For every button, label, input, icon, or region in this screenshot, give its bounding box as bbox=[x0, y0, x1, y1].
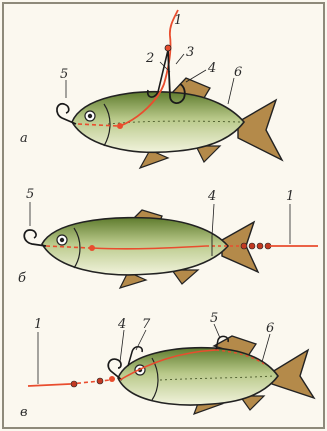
label-a-5: 5 bbox=[60, 67, 68, 82]
label-b-5: 5 bbox=[26, 187, 34, 202]
fish-b-bead-3 bbox=[257, 243, 263, 249]
fish-c-bead-1 bbox=[71, 381, 77, 387]
label-c-4: 4 bbox=[117, 317, 126, 332]
fish-a-pupil bbox=[88, 114, 92, 118]
label-b-1: 1 bbox=[286, 189, 294, 204]
label-c-1: 1 bbox=[34, 317, 42, 332]
fish-b-bead-2 bbox=[249, 243, 255, 249]
label-c-7: 7 bbox=[142, 317, 151, 332]
fish-c-knot bbox=[109, 376, 115, 382]
label-a-1: 1 bbox=[174, 13, 182, 28]
fish-b-bead-1 bbox=[241, 243, 247, 249]
panel-a-letter: а bbox=[20, 131, 28, 146]
label-c-6: 6 bbox=[266, 321, 274, 336]
label-a-4: 4 bbox=[207, 61, 216, 76]
fish-c-bead-2 bbox=[97, 378, 103, 384]
label-c-5: 5 bbox=[210, 311, 218, 326]
fish-b-pupil bbox=[60, 238, 64, 242]
label-a-3: 3 bbox=[186, 45, 194, 60]
label-a-6: 6 bbox=[234, 65, 242, 80]
panel-c-letter: в bbox=[20, 405, 28, 420]
label-b-4: 4 bbox=[207, 189, 216, 204]
label-a-2: 2 bbox=[145, 51, 154, 66]
fish-a-swivel bbox=[165, 45, 171, 51]
panel-b-letter: б bbox=[18, 271, 26, 286]
